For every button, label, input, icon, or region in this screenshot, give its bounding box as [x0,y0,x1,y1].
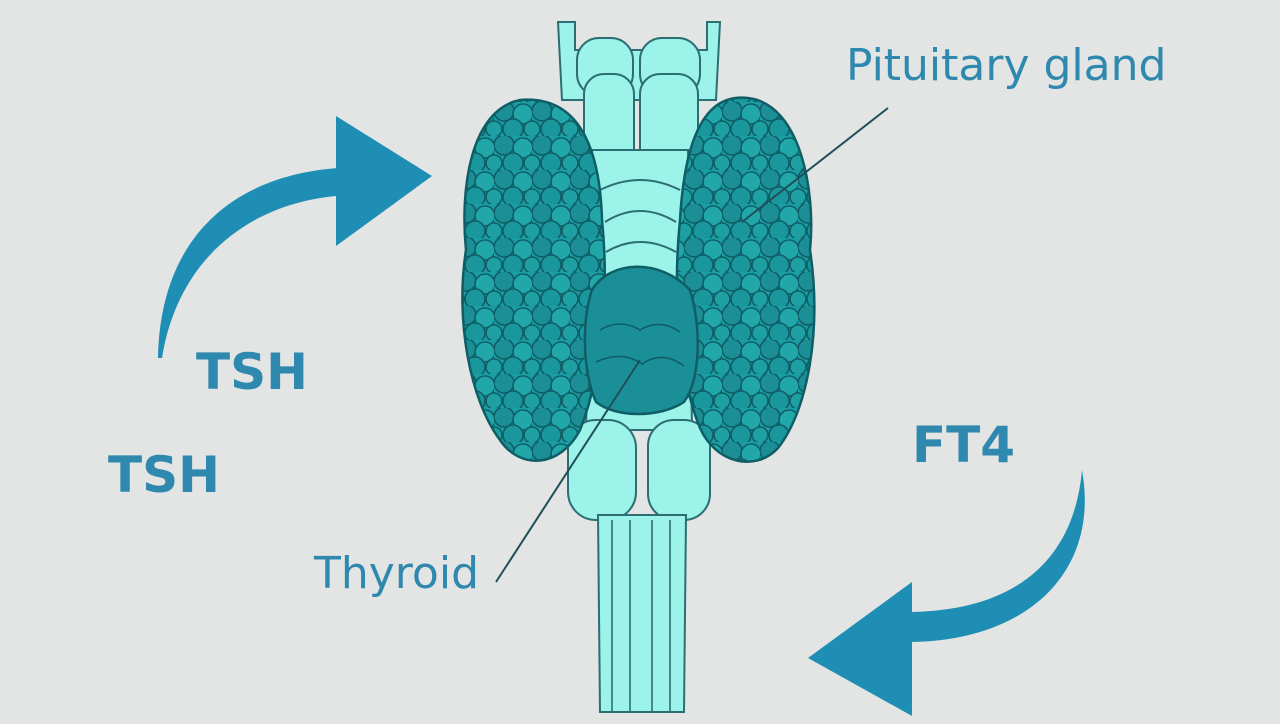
tsh-label-lower: TSH [108,446,220,504]
arrow-top-left-shaft [158,168,338,358]
trachea-tube [596,514,688,713]
arrows [158,116,1085,716]
pituitary-leader-line [741,107,889,223]
thyroid-leader-line [495,359,641,583]
pituitary-gland-label: Pituitary gland [846,40,1167,91]
thyroid-left-lobe [461,98,606,462]
arrow-bottom-right-head [808,582,912,716]
arrow-top-left-head [336,116,432,246]
thyroid-isthmus [583,265,699,416]
thyroid-gland [461,96,816,463]
ft4-label: FT4 [912,416,1016,474]
thyroid-label: Thyroid [314,548,479,599]
curved-arrow-right-icon [158,116,432,358]
lower-cylinder-right [647,419,711,521]
thyroid-right-lobe [675,96,816,463]
curved-arrow-left-icon [808,470,1085,716]
isthmus-cells [595,323,685,367]
trachea-tube-lines [611,520,671,712]
trachea-rings [599,179,681,253]
tsh-label-upper: TSH [196,343,308,401]
leader-lines [495,107,889,583]
arrow-bottom-right-shaft [912,470,1085,642]
